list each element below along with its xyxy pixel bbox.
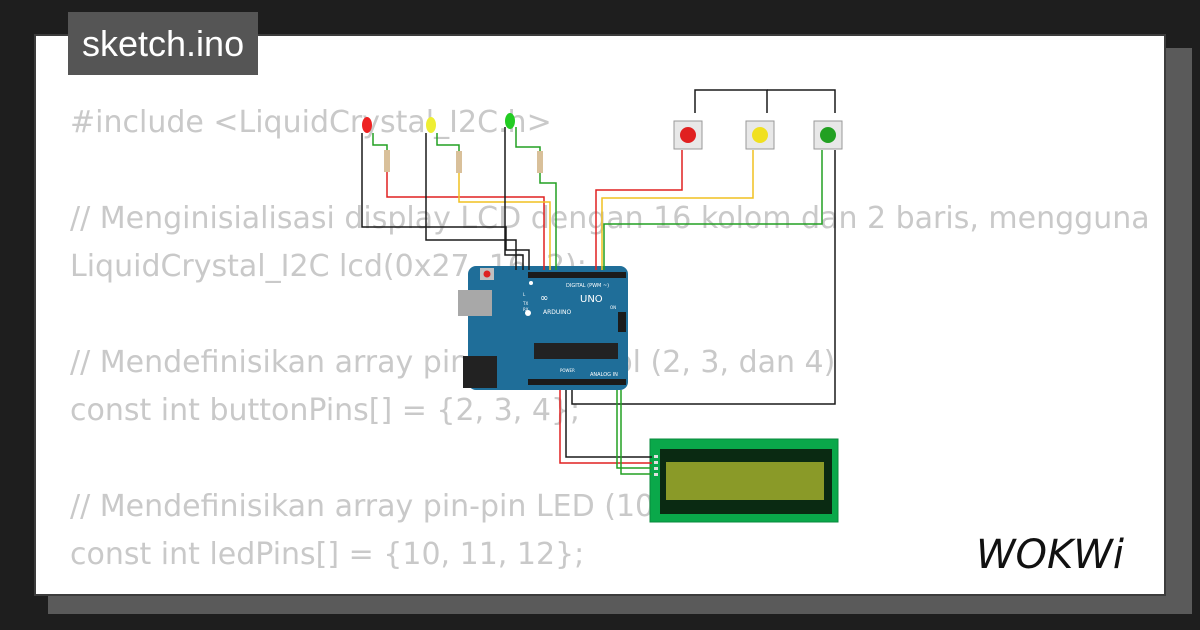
rx-led-label: RX bbox=[523, 307, 529, 312]
led-yellow[interactable] bbox=[426, 117, 436, 133]
power-header-label: POWER bbox=[560, 368, 575, 373]
button-red[interactable] bbox=[673, 120, 703, 150]
code-line: const int buttonPins[] = {2, 3, 4}; bbox=[70, 393, 581, 428]
board-model-label: UNO bbox=[580, 294, 603, 305]
code-line: const int ledPins[] = {10, 11, 12}; bbox=[70, 537, 585, 572]
l-led-label: L bbox=[523, 292, 526, 297]
analog-header-label: ANALOG IN bbox=[590, 372, 618, 378]
led-red[interactable] bbox=[362, 117, 372, 133]
tx-led-label: TX bbox=[522, 301, 528, 306]
code-line: #include <LiquidCrystal_I2C.h> bbox=[70, 105, 552, 140]
svg-text:∞: ∞ bbox=[540, 293, 548, 304]
digital-header-label: DIGITAL (PWM ~) bbox=[566, 283, 609, 289]
wokwi-logo: WOKWi bbox=[976, 532, 1124, 576]
sketch-filename: sketch.ino bbox=[68, 12, 259, 75]
led-green[interactable] bbox=[505, 113, 515, 129]
arduino-uno-board[interactable]: ∞ UNO ARDUINO DIGITAL (PWM ~) ANALOG IN … bbox=[458, 266, 628, 390]
board-brand-label: ARDUINO bbox=[543, 309, 572, 316]
lcd-display[interactable] bbox=[649, 438, 839, 523]
led-resistors bbox=[384, 150, 543, 173]
button-yellow[interactable] bbox=[745, 120, 775, 150]
wokwi-logo-text: WOKWi bbox=[976, 532, 1124, 576]
wires bbox=[361, 89, 836, 475]
button-green[interactable] bbox=[813, 120, 843, 150]
on-led-label: ON bbox=[610, 305, 616, 310]
